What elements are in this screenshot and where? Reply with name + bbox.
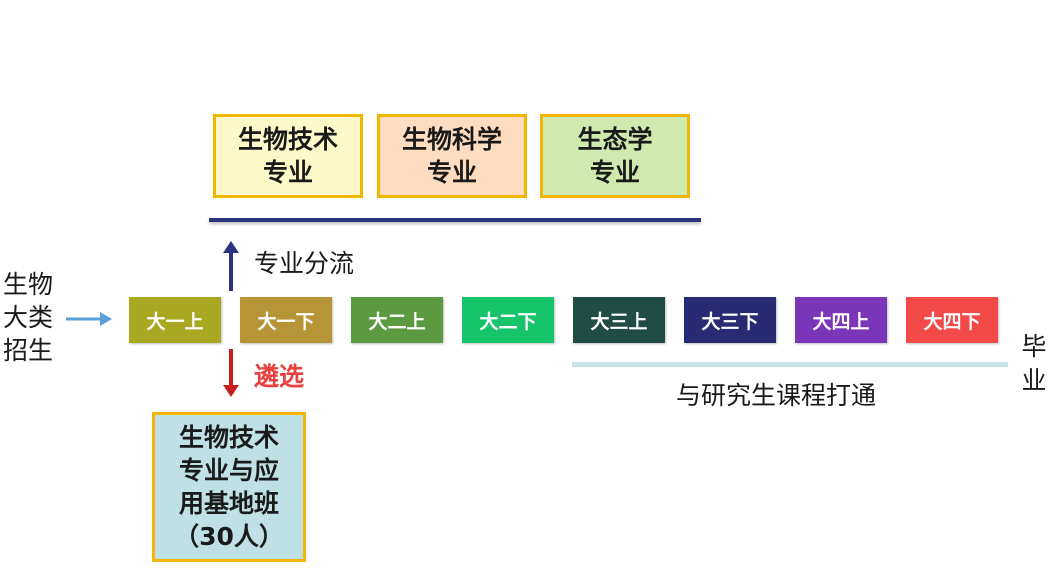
enroll-arrow-icon: [66, 312, 112, 326]
semester-2-1: 大二上: [351, 297, 443, 343]
select-arrow-icon: [223, 349, 239, 397]
majors-underline: [209, 218, 701, 222]
base-class-box: 生物技术 专业与应 用基地班 （30人）: [152, 412, 306, 562]
semester-1-2: 大一下: [240, 297, 332, 343]
major-box-bioscience: 生物科学 专业: [377, 114, 527, 198]
semester-4-1: 大四上: [795, 297, 887, 343]
semester-4-2: 大四下: [906, 297, 998, 343]
select-label: 遴选: [254, 362, 305, 391]
semester-3-1: 大三上: [573, 297, 665, 343]
major-box-biotech: 生物技术 专业: [213, 114, 363, 198]
graduate-link-label: 与研究生课程打通: [676, 381, 877, 410]
semester-3-2: 大三下: [684, 297, 776, 343]
semester-2-2: 大二下: [462, 297, 554, 343]
diverge-arrow-icon: [223, 241, 239, 291]
enroll-label: 生物 大类 招生: [3, 270, 54, 365]
graduate-label: 毕 业: [1021, 332, 1047, 395]
graduate-link-line: [572, 362, 1008, 367]
semester-1-1: 大一上: [129, 297, 221, 343]
major-box-ecology: 生态学 专业: [540, 114, 690, 198]
diverge-label: 专业分流: [254, 249, 355, 278]
